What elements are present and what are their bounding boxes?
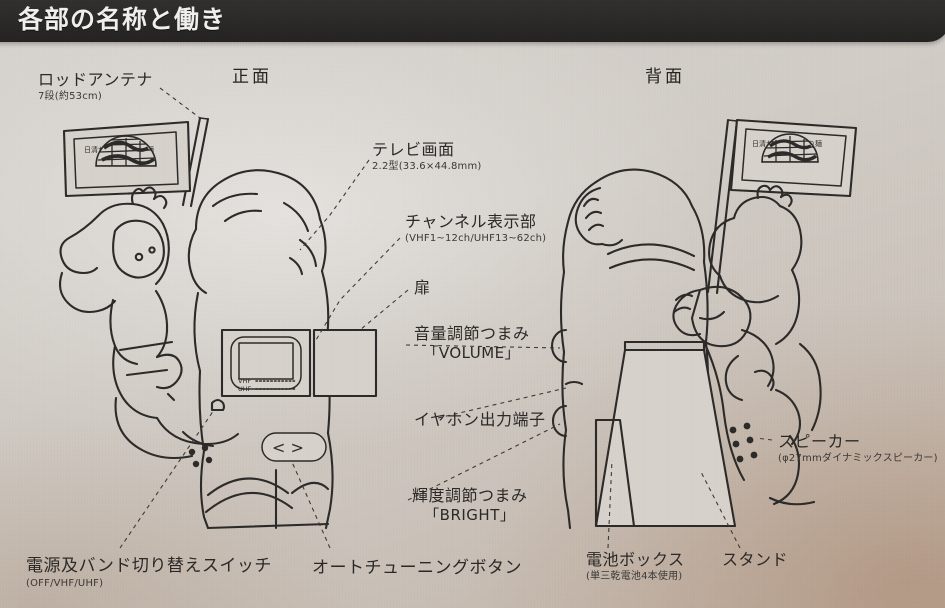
label-power-band-switch-sub: (OFF/VHF/UHF): [26, 577, 104, 589]
label-battery-box-main: 電池ボックス: [586, 550, 685, 569]
flag-back: 日清だけのしっかり麺: [729, 118, 858, 198]
label-tv-screen-sub: 2.2型(33.6×44.8mm): [372, 160, 482, 172]
screen-band-uhf: UHF: [238, 385, 252, 393]
label-tv-screen: テレビ画面 2.2型(33.6×44.8mm): [372, 140, 482, 173]
page-title: 各部の名称と働き: [18, 5, 227, 34]
auto-tuning-button: [261, 432, 327, 462]
leader-lines: [119, 87, 773, 549]
stand: [594, 340, 737, 528]
flag-front: 日清だけのしっかり麺: [62, 120, 192, 198]
label-rod-antenna-main: ロッドアンテナ: [38, 70, 153, 89]
label-stand-main: スタンド: [722, 550, 789, 569]
label-rod-antenna-sub: 7段(約53cm): [38, 90, 102, 102]
door-panel: [312, 328, 378, 398]
view-heading-front: 正面: [232, 67, 272, 87]
label-power-band-switch-main: 電源及バンド切り替えスイッチ: [26, 556, 272, 576]
label-volume-knob-main: 音量調節つまみ: [414, 324, 530, 343]
tuning-button-glyph: < >: [272, 438, 304, 457]
label-tv-screen-main: テレビ画面: [372, 140, 455, 159]
label-channel-display: チャンネル表示部 (VHF1~12ch/UHF13~62ch): [405, 212, 546, 245]
label-rod-antenna: ロッドアンテナ 7段(約53cm): [38, 70, 153, 103]
label-power-band-switch: 電源及バンド切り替えスイッチ (OFF/VHF/UHF): [26, 556, 272, 590]
label-bright-knob-value: 「BRIGHT」: [424, 505, 516, 524]
label-door: 扉: [414, 278, 431, 298]
label-bright-knob: 輝度調節つまみ 「BRIGHT」: [412, 486, 528, 524]
volume-knob: [550, 328, 568, 364]
label-stand: スタンド: [722, 550, 788, 570]
label-speaker-main: スピーカー: [778, 432, 861, 451]
tv-body-front: VHF UHF < >: [187, 169, 378, 530]
label-battery-box-sub: (単三乾電池4本使用): [586, 570, 683, 582]
label-channel-display-sub: (VHF1~12ch/UHF13~62ch): [405, 232, 547, 244]
label-volume-knob-value: 「VOLUME」: [423, 343, 521, 362]
label-bright-knob-main: 輝度調節つまみ: [412, 486, 528, 505]
label-volume-knob: 音量調節つまみ 「VOLUME」: [414, 324, 530, 362]
label-earphone-jack: イヤホン出力端子: [414, 410, 546, 430]
label-channel-display-main: チャンネル表示部: [405, 212, 537, 231]
label-speaker: スピーカー (φ27mmダイナミックスピーカー): [778, 432, 938, 465]
tv-body-back: [550, 168, 758, 530]
label-speaker-sub: (φ27mmダイナミックスピーカー): [778, 452, 938, 464]
battery-box: [594, 418, 636, 528]
label-auto-tuning-main: オートチューニングボタン: [312, 558, 522, 578]
character-right-back: [672, 184, 822, 506]
bright-knob: [552, 404, 568, 438]
screen-band-vhf: VHF: [238, 377, 251, 385]
label-door-main: 扉: [414, 278, 431, 297]
label-earphone-jack-main: イヤホン出力端子: [414, 410, 546, 429]
page-header-bar: 各部の名称と働き: [0, 0, 945, 42]
view-heading-back: 背面: [645, 67, 685, 87]
label-auto-tuning: オートチューニングボタン: [312, 558, 522, 579]
character-left-front: [58, 186, 240, 468]
label-battery-box: 電池ボックス (単三乾電池4本使用): [586, 550, 685, 583]
speaker-holes: [729, 422, 758, 463]
